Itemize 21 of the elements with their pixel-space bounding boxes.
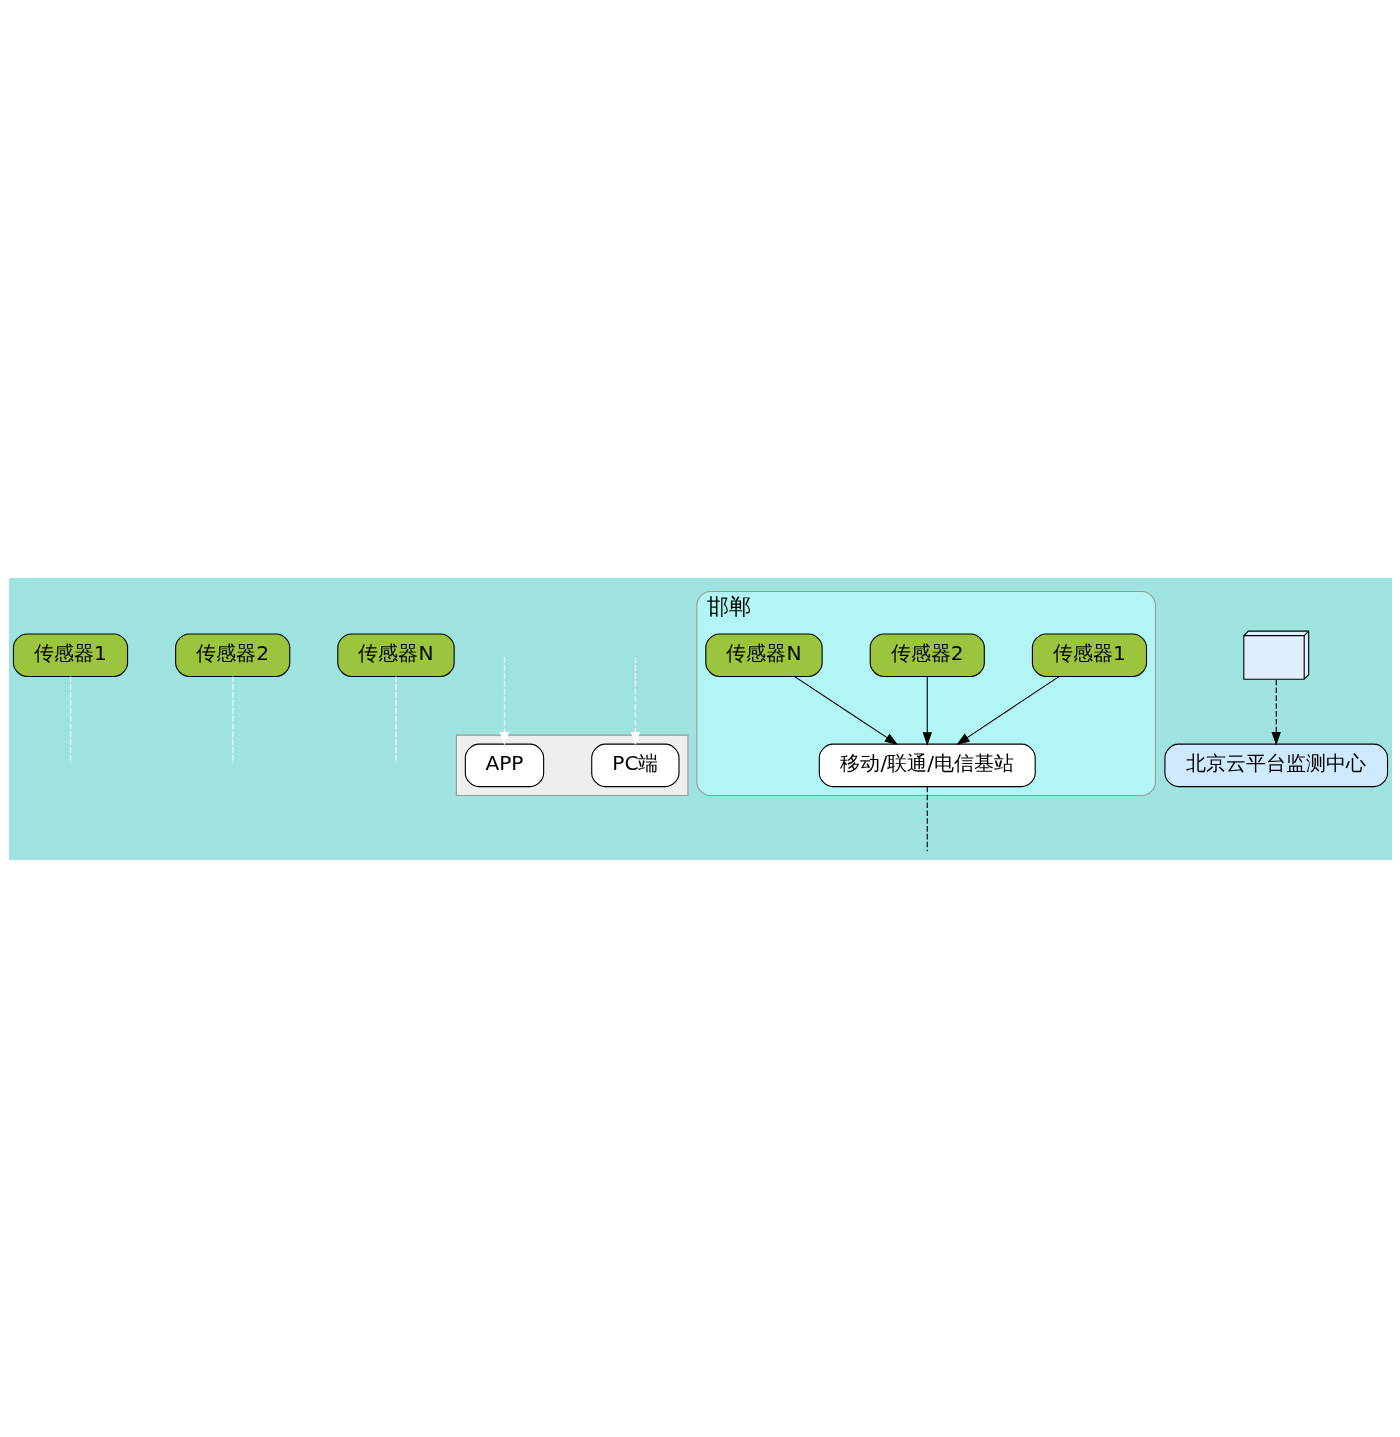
arrow [499,656,509,745]
connector [926,785,928,852]
node-box: 传感器N [336,632,455,677]
node-box: 传感器N [704,632,823,677]
node-box: 传感器1 [1031,632,1147,677]
connector [231,675,233,764]
node-box: 传感器2 [869,632,985,677]
node-box: 传感器2 [174,632,290,677]
arrow [1271,678,1281,745]
cluster [455,734,688,796]
arrow [955,675,1059,745]
arrow [922,675,932,746]
node-box: 北京云平台监测中心 [1163,743,1388,787]
arrow [793,675,898,745]
connector [69,675,71,764]
node-box: APP [464,743,544,787]
arrow [630,656,640,745]
node-box: 传感器1 [12,632,128,677]
node-box: 移动/联通/电信基站 [818,743,1036,787]
connector [394,675,397,764]
node-box: PC端 [590,743,680,787]
